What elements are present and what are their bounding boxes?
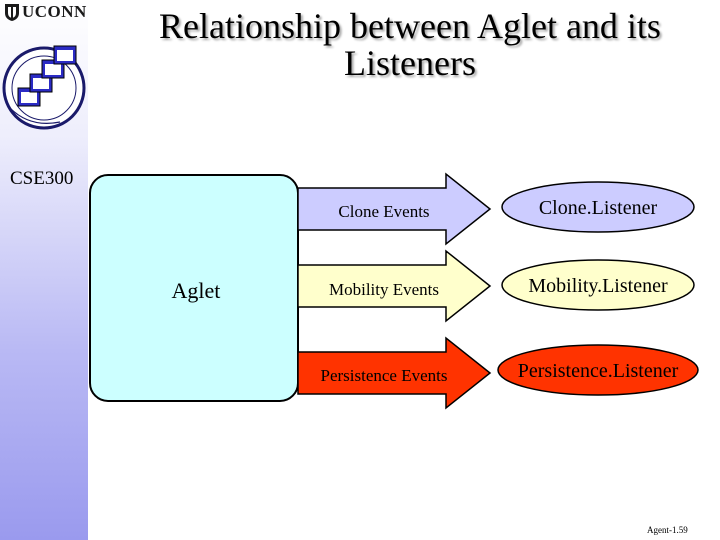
uconn-wordmark: UCONN: [22, 2, 87, 21]
clone-listener-label: Clone.Listener: [539, 197, 658, 219]
mobility-events-label: Mobility Events: [329, 280, 439, 299]
clone-events-arrow: [297, 172, 492, 246]
uconn-logo: [2, 4, 86, 130]
mobility-listener-node: [501, 259, 695, 311]
course-label: CSE300: [10, 168, 74, 189]
shield-icon: [5, 4, 19, 21]
clone-listener-node: [501, 181, 695, 233]
logo-area: UCONN: [0, 0, 88, 160]
persistence-events-arrow: [297, 336, 492, 410]
clone-events-label: Clone Events: [338, 202, 429, 221]
persistence-listener-node: [497, 344, 699, 396]
persistence-listener-label: Persistence.Listener: [518, 360, 679, 382]
mobility-listener-label: Mobility.Listener: [528, 275, 668, 297]
aglet-label: Aglet: [172, 278, 221, 303]
seal-icon: [2, 45, 86, 130]
persistence-events-label: Persistence Events: [321, 366, 448, 385]
page-title: Relationship between Aglet and its Liste…: [120, 8, 700, 82]
slide-footer: Agent-1.59: [647, 525, 688, 535]
title-line-1: Relationship between Aglet and its: [159, 6, 661, 46]
title-line-2: Listeners: [344, 43, 476, 83]
mobility-events-arrow: [297, 249, 492, 323]
